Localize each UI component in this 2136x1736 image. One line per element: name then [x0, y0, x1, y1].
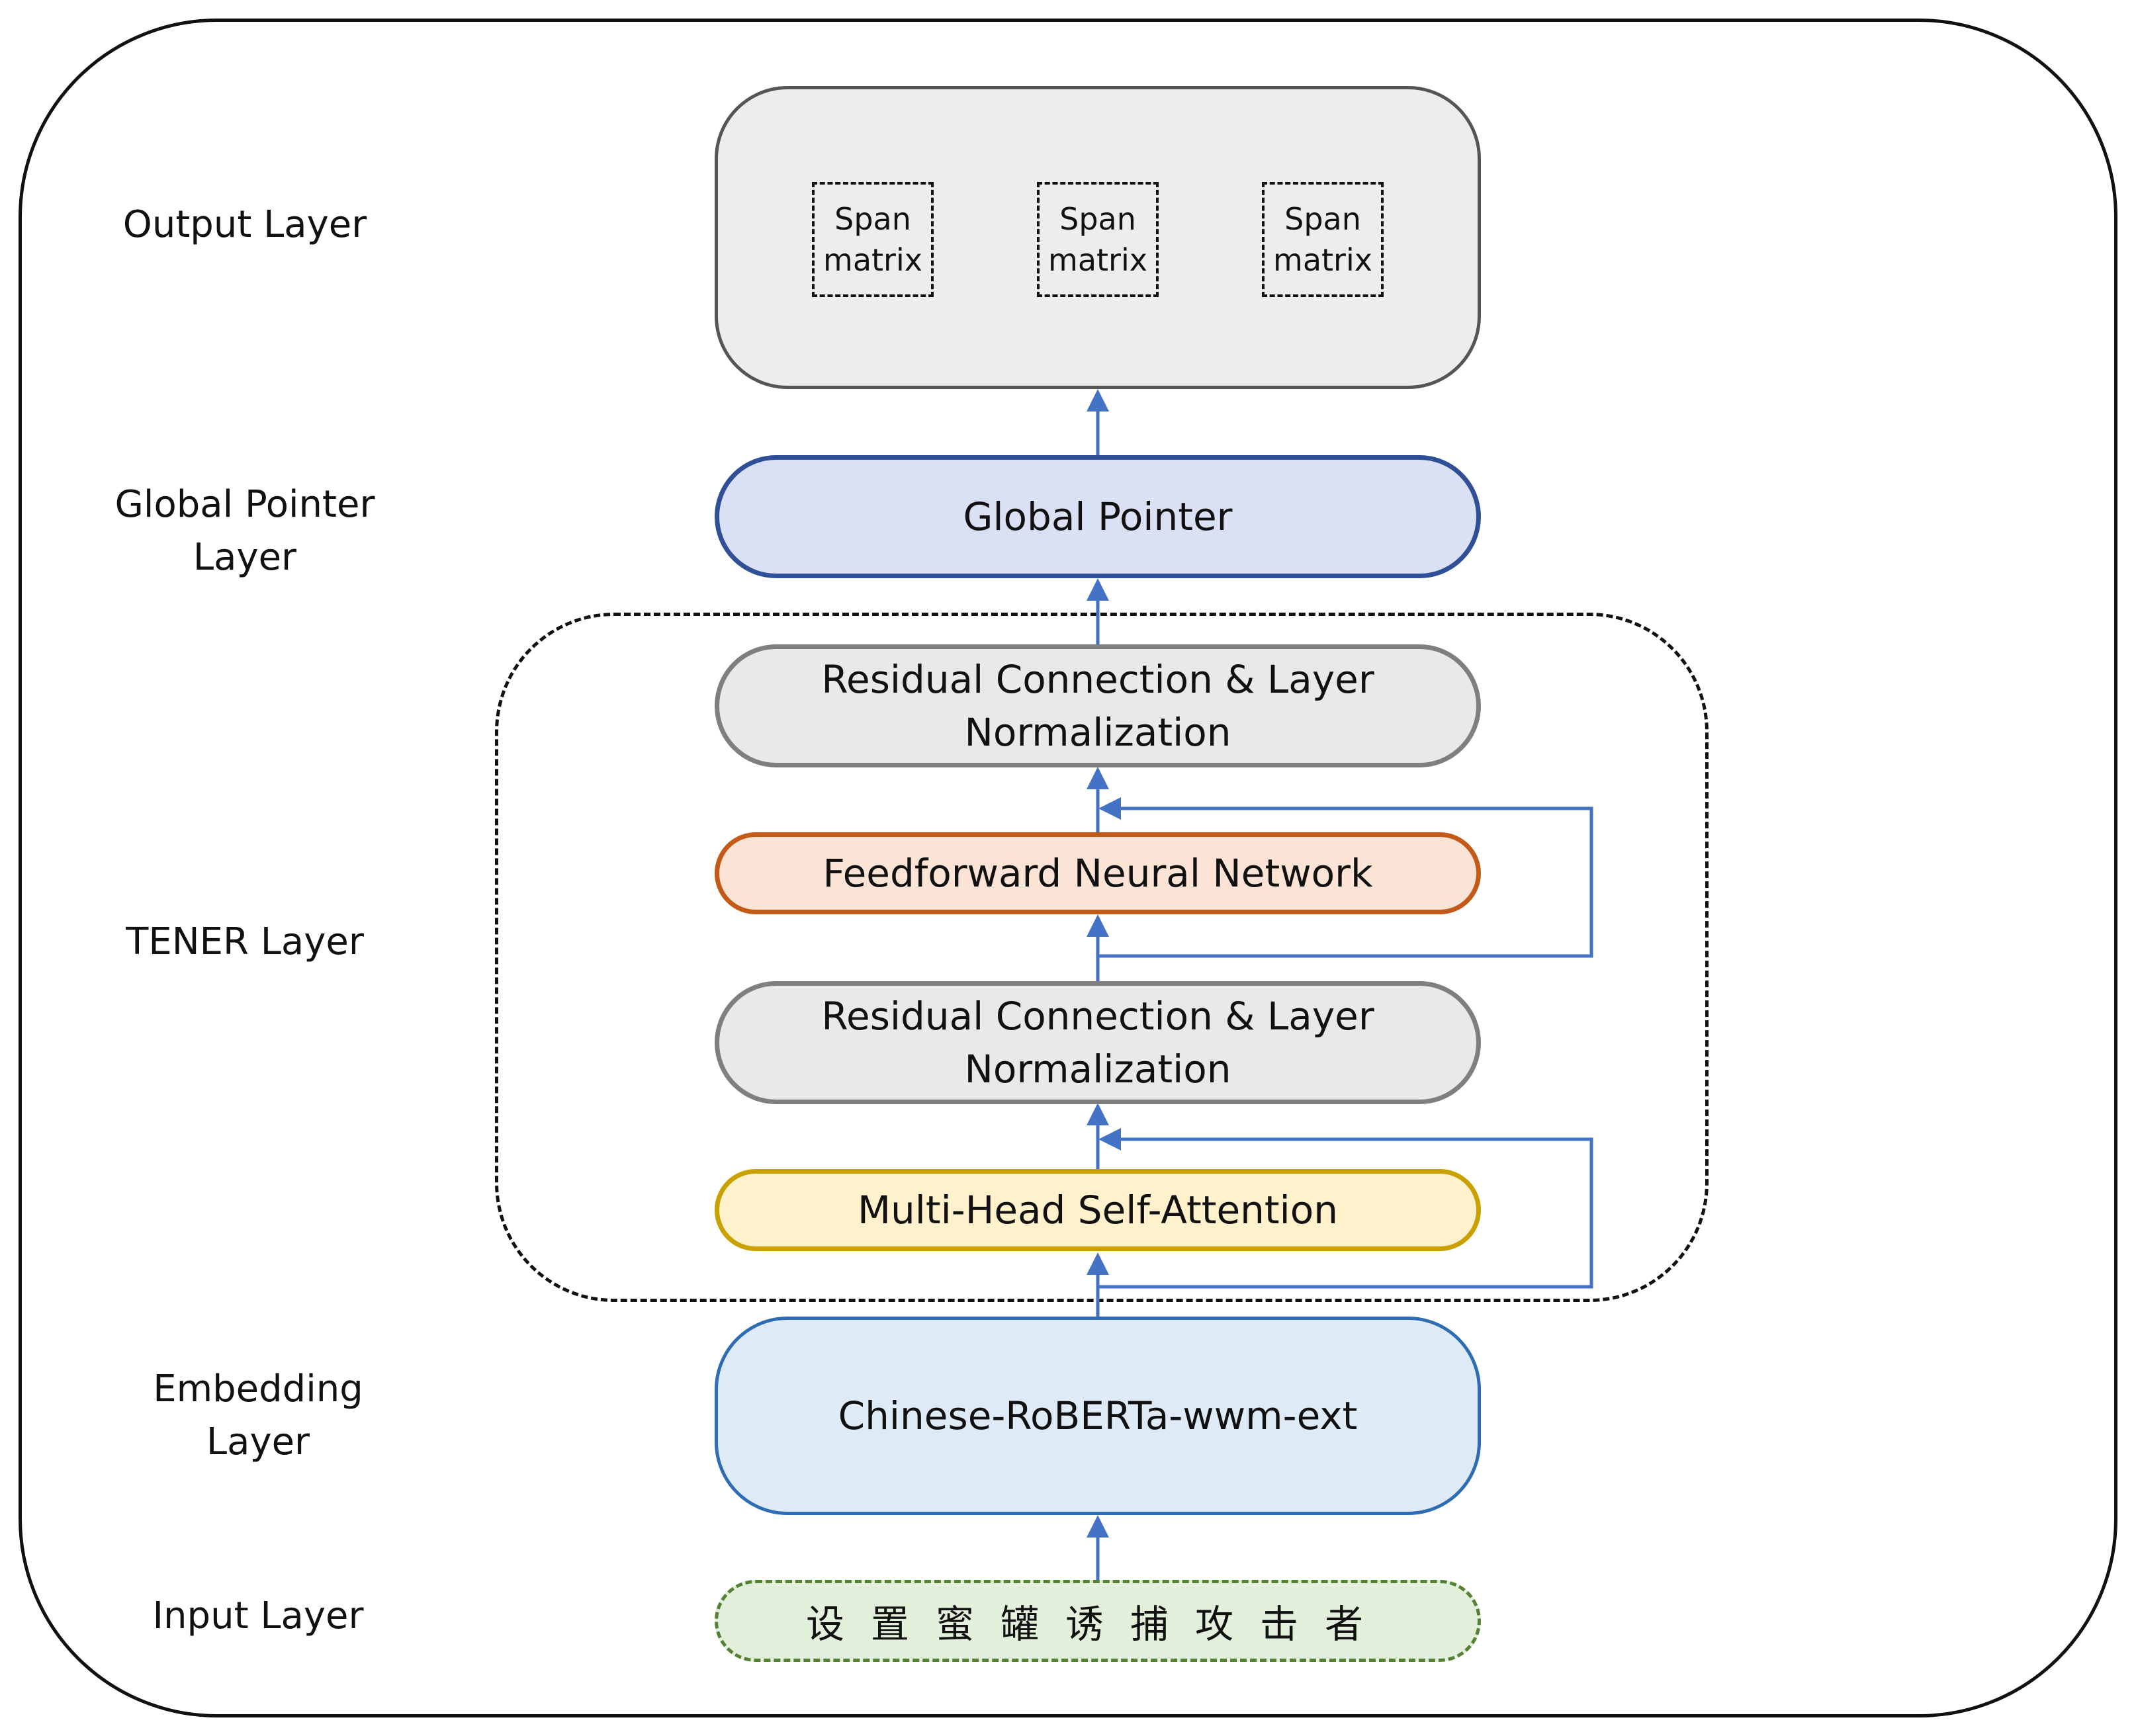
residual-norm-box-top: Residual Connection & Layer Normalizatio… [715, 644, 1481, 767]
arrowhead [1098, 1128, 1121, 1150]
residual-skip-mhsa [1098, 1137, 1593, 1289]
label-output-layer: Output Layer [122, 203, 367, 246]
arrowhead [1098, 797, 1121, 820]
arrowhead [1087, 1515, 1109, 1538]
tener-layer-frame [495, 613, 1709, 1302]
label-tener-layer: TENER Layer [126, 920, 364, 963]
outer-frame [19, 19, 2117, 1717]
label-embedding-layer: Embedding Layer [153, 1367, 363, 1463]
residual-skip-ffn [1098, 806, 1593, 958]
multi-head-attention-box: Multi-Head Self-Attention [715, 1169, 1481, 1251]
embedding-box: Chinese-RoBERTa-wwm-ext [715, 1317, 1481, 1515]
span-matrix-box: Span matrix [1262, 182, 1384, 297]
arrowhead [1087, 578, 1109, 601]
label-input-layer: Input Layer [152, 1594, 364, 1637]
arrowhead [1087, 914, 1109, 937]
span-matrix-box: Span matrix [1037, 182, 1159, 297]
arrowhead [1087, 389, 1109, 412]
arrowhead [1087, 1103, 1109, 1125]
input-text-box: 设置蜜罐诱捕攻击者 [715, 1580, 1481, 1662]
feedforward-box: Feedforward Neural Network [715, 832, 1481, 914]
span-matrix-box: Span matrix [812, 182, 934, 297]
global-pointer-box: Global Pointer [715, 455, 1481, 578]
arrowhead [1087, 1252, 1109, 1275]
residual-norm-box-bottom: Residual Connection & Layer Normalizatio… [715, 981, 1481, 1104]
label-global-pointer-layer: Global Pointer Layer [114, 483, 375, 579]
output-layer-box: Span matrix Span matrix Span matrix [715, 86, 1481, 389]
arrowhead [1087, 767, 1109, 789]
